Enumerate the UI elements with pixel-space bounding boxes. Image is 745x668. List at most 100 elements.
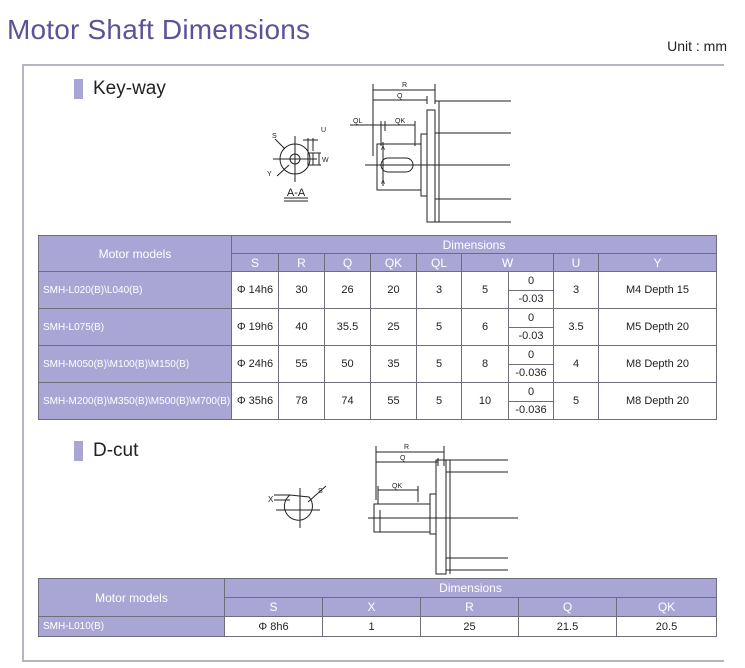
tol-lower: -0.036 [515, 367, 547, 379]
qk-label: QK [392, 483, 402, 490]
section-marker-icon [74, 441, 83, 461]
x-cell: 1 [322, 616, 421, 637]
content-panel [22, 64, 724, 662]
r-cell: 40 [278, 308, 325, 346]
x-label: X [268, 495, 274, 504]
tol-upper: 0 [509, 346, 553, 365]
keyway-heading-label: Key-way [93, 78, 166, 99]
model-cell: SMH-L010(B) [38, 616, 225, 637]
q-cell: 21.5 [518, 616, 617, 637]
u-cell: 5 [553, 382, 599, 420]
kw-model-header: Motor models [38, 235, 232, 272]
w-tolerance-cell: 0 -0.036 [508, 382, 554, 420]
ql-cell: 5 [416, 382, 462, 420]
s-cell: Φ 14h6 [231, 271, 279, 309]
kw-col-y: Y [598, 253, 717, 272]
r-cell: 55 [278, 345, 325, 383]
q-cell: 26 [324, 271, 371, 309]
tol-lower: -0.036 [515, 404, 547, 416]
s-cell: Φ 19h6 [231, 308, 279, 346]
table-row: SMH-M050(B)\M100(B)\M150(B) Φ 24h6 55 50… [38, 345, 717, 383]
kw-col-ql: QL [416, 253, 462, 272]
dc-model-header: Motor models [38, 578, 225, 617]
table-row: SMH-L020(B)\L040(B) Φ 14h6 30 26 20 3 5 … [38, 271, 717, 309]
qk-cell: 20.5 [615, 616, 718, 637]
dc-dimensions-header: Dimensions [223, 578, 718, 598]
q-cell: 74 [324, 382, 371, 420]
qk-cell: 20 [370, 271, 417, 309]
qk-cell: 35 [370, 345, 417, 383]
tol-upper: 0 [509, 309, 553, 328]
r-cell: 30 [278, 271, 325, 309]
y-cell: M8 Depth 20 [598, 382, 717, 420]
s-cell: Φ 35h6 [231, 382, 279, 420]
tol-upper: 0 [509, 383, 553, 402]
ql-cell: 3 [416, 271, 462, 309]
dcut-heading-label: D-cut [93, 440, 139, 461]
w-tolerance-cell: 0 -0.03 [508, 308, 554, 346]
dc-col-r: R [420, 597, 519, 617]
dcut-heading: D-cut [74, 440, 138, 462]
s-label: S [272, 133, 277, 140]
kw-col-q: Q [324, 253, 371, 272]
keyway-side-diagram: R Q QL QK A A [350, 82, 511, 223]
q-cell: 50 [324, 345, 371, 383]
q-label: Q [397, 93, 403, 100]
dc-col-x: X [322, 597, 421, 617]
kw-col-w: W [461, 253, 554, 272]
dcut-section-diagram: X S [268, 485, 327, 528]
kw-col-s: S [231, 253, 279, 272]
q-cell: 35.5 [324, 308, 371, 346]
keyway-dimensions-table: Motor models Dimensions S R Q QK QL W U … [38, 235, 717, 420]
ql-label: QL [353, 118, 362, 125]
dcut-side-diagram: R Q QK [368, 444, 518, 575]
kw-col-qk: QK [370, 253, 417, 272]
y-cell: M8 Depth 20 [598, 345, 717, 383]
s-cell: Φ 24h6 [231, 345, 279, 383]
section-label: A-A [287, 187, 306, 199]
q-label: Q [400, 455, 406, 462]
a-label-top: A [381, 146, 385, 152]
qk-cell: 25 [370, 308, 417, 346]
model-cell: SMH-L075(B) [38, 308, 232, 346]
dc-col-qk: QK [615, 597, 718, 617]
dc-col-s: S [224, 597, 323, 617]
dc-col-q: Q [518, 597, 617, 617]
r-cell: 25 [420, 616, 519, 637]
u-cell: 4 [553, 345, 599, 383]
w-cell: 8 [461, 345, 509, 383]
s-cell: Φ 8h6 [224, 616, 323, 637]
table-row: SMH-M200(B)\M350(B)\M500(B)\M700(B) Φ 35… [38, 382, 717, 420]
r-label: R [404, 444, 409, 451]
tol-upper: 0 [509, 272, 553, 291]
w-cell: 5 [461, 271, 509, 309]
u-cell: 3.5 [553, 308, 599, 346]
model-cell: SMH-M050(B)\M100(B)\M150(B) [38, 345, 232, 383]
y-cell: M4 Depth 15 [598, 271, 717, 309]
u-label: U [321, 127, 326, 134]
ql-cell: 5 [416, 308, 462, 346]
ql-cell: 5 [416, 345, 462, 383]
keyway-heading: Key-way [74, 78, 166, 100]
w-cell: 10 [461, 382, 509, 420]
section-marker-icon [74, 79, 83, 99]
w-label: W [322, 157, 329, 164]
u-cell: 3 [553, 271, 599, 309]
keyway-section-diagram: U W S Y A-A [267, 127, 329, 202]
table-row: SMH-L010(B) Φ 8h6 1 25 21.5 20.5 [38, 616, 718, 637]
w-cell: 6 [461, 308, 509, 346]
a-label-bottom: A [381, 180, 385, 186]
model-cell: SMH-L020(B)\L040(B) [38, 271, 232, 309]
dcut-dimensions-table: Motor models Dimensions S X R Q QK SMH-L… [38, 578, 718, 637]
qk-cell: 55 [370, 382, 417, 420]
kw-col-u: U [553, 253, 599, 272]
w-tolerance-cell: 0 -0.036 [508, 345, 554, 383]
model-cell: SMH-M200(B)\M350(B)\M500(B)\M700(B) [38, 382, 232, 420]
w-tolerance-cell: 0 -0.03 [508, 271, 554, 309]
page-title: Motor Shaft Dimensions [7, 14, 311, 45]
tol-lower: -0.03 [518, 330, 544, 342]
table-row: SMH-L075(B) Φ 19h6 40 35.5 25 5 6 0 -0.0… [38, 308, 717, 346]
y-label: Y [267, 171, 272, 178]
qk-label: QK [395, 118, 405, 125]
unit-label: Unit : mm [667, 38, 727, 54]
